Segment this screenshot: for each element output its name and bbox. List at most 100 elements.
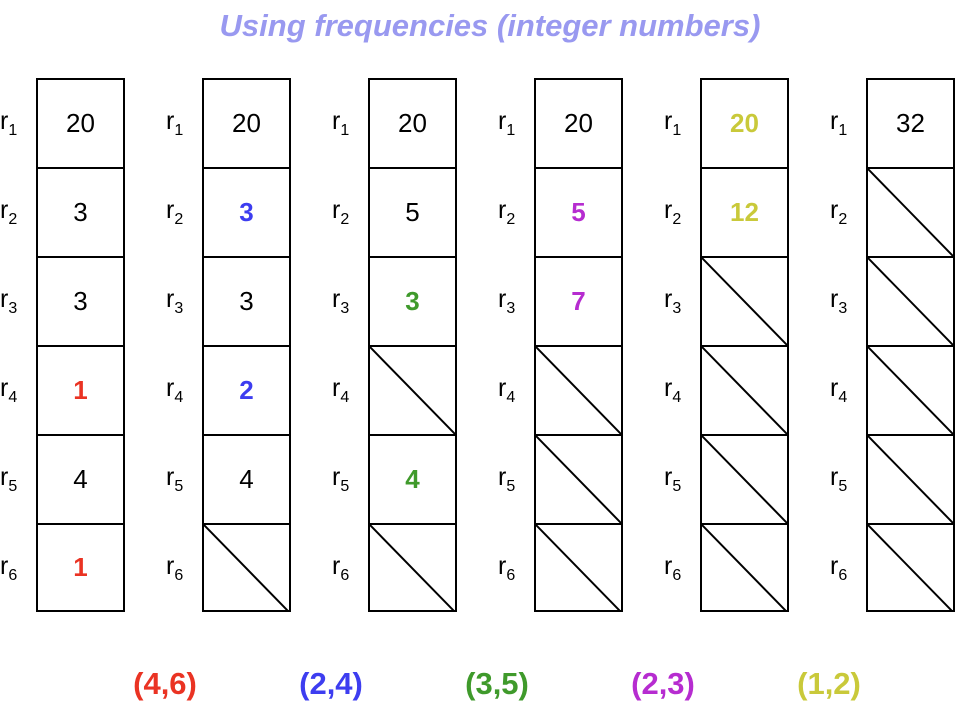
strike-diagonal xyxy=(536,525,621,612)
frequency-cell: 1 xyxy=(36,345,125,434)
row-label: r1 xyxy=(498,106,528,146)
row-label-base: r xyxy=(0,463,9,491)
row-label-base: r xyxy=(498,552,507,580)
strike-diagonal xyxy=(370,525,455,612)
row-label: r3 xyxy=(498,284,528,324)
row-label: r2 xyxy=(0,195,30,235)
row-label-base: r xyxy=(166,374,175,402)
row-label-index: 3 xyxy=(838,300,848,317)
frequency-cell: 4 xyxy=(36,434,125,523)
strike-diagonal xyxy=(868,436,953,523)
frequency-cell: 3 xyxy=(202,256,291,345)
table-row: r3 xyxy=(664,256,809,345)
frequency-value: 5 xyxy=(571,197,586,227)
row-label-index: 6 xyxy=(8,567,18,584)
row-label: r5 xyxy=(332,462,362,502)
frequency-value: 2 xyxy=(239,375,254,405)
row-label-base: r xyxy=(830,107,839,135)
frequency-value: 1 xyxy=(73,375,88,405)
frequency-cell: 5 xyxy=(368,167,457,256)
empty-cell xyxy=(700,523,789,612)
row-label-index: 6 xyxy=(506,567,516,584)
row-label-base: r xyxy=(332,374,341,402)
row-label-base: r xyxy=(332,463,341,491)
frequency-cell: 3 xyxy=(202,167,291,256)
table-row: r6 xyxy=(664,523,809,612)
frequency-cell: 2 xyxy=(202,345,291,434)
row-label-index: 3 xyxy=(174,300,184,317)
row-label-index: 1 xyxy=(340,122,350,139)
row-label-index: 3 xyxy=(672,300,682,317)
row-label-base: r xyxy=(498,374,507,402)
row-label: r3 xyxy=(332,284,362,324)
strike-diagonal xyxy=(536,436,621,523)
row-label-base: r xyxy=(498,285,507,313)
row-label-base: r xyxy=(830,285,839,313)
frequency-cell: 32 xyxy=(866,78,955,167)
table-row: r6 xyxy=(166,523,311,612)
strike-diagonal xyxy=(370,347,455,434)
row-label-base: r xyxy=(830,463,839,491)
row-label: r4 xyxy=(830,373,860,413)
frequency-value: 20 xyxy=(730,108,759,138)
row-label: r6 xyxy=(664,551,694,591)
row-label: r5 xyxy=(498,462,528,502)
frequency-value: 3 xyxy=(405,286,420,316)
row-label-base: r xyxy=(830,374,839,402)
row-label-base: r xyxy=(332,196,341,224)
row-label: r3 xyxy=(664,284,694,324)
frequency-cell: 4 xyxy=(368,434,457,523)
strike-diagonal xyxy=(868,258,953,345)
merge-pair-label: (2,4) xyxy=(299,666,363,701)
table-row: r6 xyxy=(830,523,975,612)
strike-diagonal xyxy=(536,347,621,434)
frequency-cell: 1 xyxy=(36,523,125,612)
row-label: r6 xyxy=(830,551,860,591)
empty-cell xyxy=(368,345,457,434)
row-label: r4 xyxy=(498,373,528,413)
frequency-cell: 12 xyxy=(700,167,789,256)
frequency-value: 3 xyxy=(73,286,88,316)
row-label-base: r xyxy=(664,196,673,224)
frequency-cell: 5 xyxy=(534,167,623,256)
frequency-cell: 3 xyxy=(36,167,125,256)
empty-cell xyxy=(368,523,457,612)
table-row: r2 xyxy=(830,167,975,256)
row-label-base: r xyxy=(830,552,839,580)
strike-diagonal xyxy=(868,347,953,434)
row-label: r2 xyxy=(166,195,196,235)
row-label: r4 xyxy=(166,373,196,413)
row-label-base: r xyxy=(0,374,9,402)
row-label-base: r xyxy=(498,196,507,224)
empty-cell xyxy=(700,345,789,434)
row-label-index: 4 xyxy=(174,389,184,406)
row-label-index: 5 xyxy=(672,478,682,495)
row-label-index: 2 xyxy=(8,211,18,228)
merge-pair-label: (2,3) xyxy=(631,666,695,701)
row-label-base: r xyxy=(166,463,175,491)
row-label-base: r xyxy=(332,107,341,135)
row-label: r3 xyxy=(830,284,860,324)
frequency-value: 20 xyxy=(398,108,427,138)
row-label-index: 2 xyxy=(340,211,350,228)
frequency-cell: 20 xyxy=(202,78,291,167)
row-label-index: 5 xyxy=(8,478,18,495)
row-label: r5 xyxy=(0,462,30,502)
row-label-index: 3 xyxy=(340,300,350,317)
row-label-index: 4 xyxy=(672,389,682,406)
table-row: r5 xyxy=(498,434,643,523)
strike-diagonal xyxy=(868,525,953,612)
row-label: r6 xyxy=(332,551,362,591)
row-label-index: 1 xyxy=(838,122,848,139)
row-label-index: 6 xyxy=(672,567,682,584)
merge-pair-label: (3,5) xyxy=(465,666,529,701)
row-label: r2 xyxy=(664,195,694,235)
empty-cell xyxy=(866,167,955,256)
row-label-base: r xyxy=(0,552,9,580)
row-label-index: 3 xyxy=(506,300,516,317)
